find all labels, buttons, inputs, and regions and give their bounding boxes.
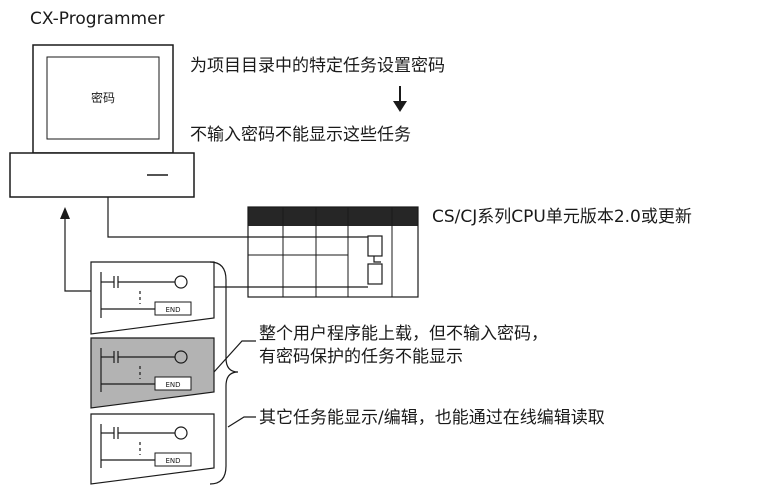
- monitor-screen: [46, 56, 160, 140]
- task-program-2-protected: END: [90, 337, 215, 409]
- callout-other: [227, 416, 256, 428]
- monitor-screen-text: 密码: [91, 90, 115, 105]
- end-instruction: [154, 376, 192, 391]
- step1-text: 为项目目录中的特定任务设置密码: [190, 56, 445, 76]
- task-group-brace: [209, 261, 239, 485]
- task-page-protected: [90, 337, 215, 409]
- note-other: 其它任务能显示/编辑，也能通过在线编辑读取: [259, 408, 605, 428]
- callout-protected: [213, 340, 256, 373]
- plc-body: [247, 206, 419, 298]
- task-program-1: END: [90, 261, 215, 335]
- end-label: END: [165, 306, 180, 314]
- plc-label: CS/CJ系列CPU单元版本2.0或更新: [432, 207, 692, 227]
- plc-unit: [247, 206, 419, 298]
- down-arrow-icon: [393, 86, 407, 112]
- computer: 密码: [9, 44, 195, 198]
- note-protected-line2: 有密码保护的任务不能显示: [259, 347, 463, 367]
- plc-port-upper: [367, 235, 383, 257]
- step2-text: 不输入密码不能显示这些任务: [190, 125, 411, 145]
- end-label: END: [165, 381, 180, 389]
- end-instruction: [154, 301, 192, 316]
- note-protected-line1: 整个用户程序能上载，但不输入密码，: [259, 324, 548, 344]
- task-program-3: END: [90, 413, 215, 485]
- task-page: [90, 261, 215, 335]
- end-instruction: [154, 452, 192, 467]
- plc-port-lower: [367, 263, 383, 285]
- plc-top-bar: [248, 207, 418, 226]
- task-page: [90, 413, 215, 485]
- upload-arrow-icon: [60, 207, 70, 219]
- app-title: CX-Programmer: [30, 9, 165, 29]
- upload-line: [64, 215, 91, 292]
- end-label: END: [165, 457, 180, 465]
